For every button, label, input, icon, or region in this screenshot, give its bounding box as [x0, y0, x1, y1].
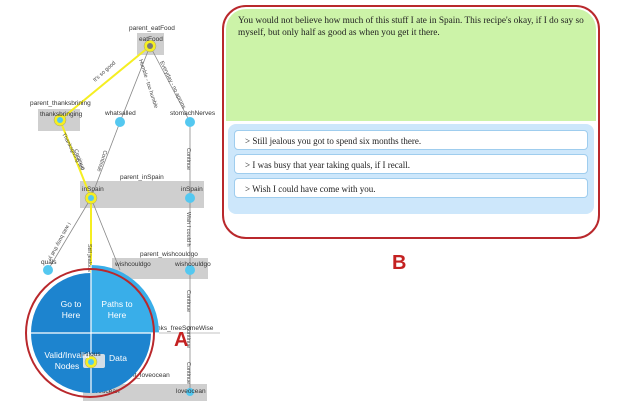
radial-menu-data[interactable] — [91, 333, 151, 393]
node-label: inSpain — [82, 186, 104, 193]
edge-label: Continue — [185, 362, 191, 384]
node-label: whatsalled — [104, 110, 136, 117]
edge-whatsalled-inspain[interactable] — [90, 121, 121, 199]
node-whatsalled[interactable] — [115, 117, 125, 127]
radial-menu-valid-label: Nodes — [55, 361, 80, 371]
node-label: thanks_freeSomeWise — [148, 325, 214, 332]
edge-label: Continue — [95, 149, 108, 172]
node-inspain-right[interactable] — [185, 193, 195, 203]
radial-menu-goto[interactable] — [31, 273, 91, 333]
annotation-circle-a — [25, 268, 155, 398]
response-option-1[interactable]: > Still jealous you got to spend six mon… — [234, 130, 588, 150]
node-inspain-left-center — [88, 195, 94, 201]
node-label: quals — [41, 259, 57, 266]
node-loveocean-right[interactable] — [186, 388, 194, 396]
node-jealous-center — [88, 359, 94, 365]
node-label: thanksbringing — [40, 111, 83, 118]
edge-label: Continue — [185, 326, 191, 348]
radial-menu-paths-label: Here — [108, 310, 127, 320]
edge-inspain-wishcouldgo[interactable] — [90, 197, 121, 271]
radial-menu-valid-label: Valid/Invalid — [44, 350, 89, 360]
edge-label: Wish I could h — [185, 212, 191, 247]
node-label: parent_wishcouldgo — [140, 251, 198, 258]
node-quals[interactable] — [43, 265, 53, 275]
node-label: jealous — [79, 351, 101, 358]
edge-eatfood-stomachnerves[interactable] — [149, 45, 191, 123]
edge-label: Still jealous — [86, 244, 92, 272]
npc-dialogue-text: You would not believe how much of this s… — [226, 9, 596, 121]
dialogue-panel: You would not believe how much of this s… — [222, 5, 600, 239]
edge-inspain-quals[interactable] — [47, 197, 92, 271]
edge-label: I was busy that yr — [46, 221, 71, 262]
node-label: wishcouldgo — [114, 261, 151, 268]
node-thanksbringing-center — [57, 117, 63, 123]
node-stomachnerves[interactable] — [185, 117, 195, 127]
marker-a: A — [174, 329, 188, 351]
response-option-3[interactable]: > Wish I could have come with you. — [234, 178, 588, 198]
node-label: stomachNerves — [170, 110, 216, 117]
radial-menu-paths[interactable] — [91, 265, 159, 333]
node-eatfood-center — [147, 43, 153, 49]
node-label: loveocean — [176, 388, 206, 395]
radial-menu-goto-label: Here — [62, 310, 81, 320]
node-label: eatFood — [139, 36, 163, 43]
radial-menu[interactable]: jealous Go to Here Paths to Here Valid/I… — [31, 265, 220, 393]
edge-label: Everyday - no aprons — [158, 60, 186, 110]
edge-eatfood-thanksbringing[interactable] — [59, 45, 151, 121]
node-wishcouldgo-right[interactable] — [185, 265, 195, 275]
node-label: inSpain — [181, 186, 203, 193]
edge-eatfood-whatsalled[interactable] — [119, 45, 151, 123]
edge-thanksbringing-inspain[interactable] — [59, 119, 92, 199]
edge-label: Continue — [185, 290, 191, 312]
edge-label: Humble - too humble — [137, 59, 158, 109]
node-label: parent_inSpain — [120, 174, 164, 181]
radial-menu-data-label: Data — [109, 353, 127, 363]
node-label: parent_eatFood — [129, 25, 175, 32]
response-options: > Still jealous you got to spend six mon… — [228, 124, 594, 214]
group-box-wishcouldgo — [112, 258, 208, 279]
node-label: wishcouldgo — [174, 261, 211, 268]
marker-b: B — [392, 252, 407, 274]
group-box-inspain — [80, 181, 204, 208]
edge-label: It's so good — [92, 60, 117, 83]
node-label: parent_loveocean — [118, 372, 170, 379]
response-option-2[interactable]: > I was busy that year taking quals, if … — [234, 154, 588, 174]
radial-menu-valid[interactable] — [31, 333, 91, 393]
radial-menu-goto-label: Go to — [61, 299, 82, 309]
node-label: loveocean — [90, 388, 120, 395]
edge-label: Continue — [185, 148, 191, 170]
node-label: parent_thanksbrining — [30, 100, 91, 107]
radial-menu-paths-label: Paths to — [101, 299, 132, 309]
